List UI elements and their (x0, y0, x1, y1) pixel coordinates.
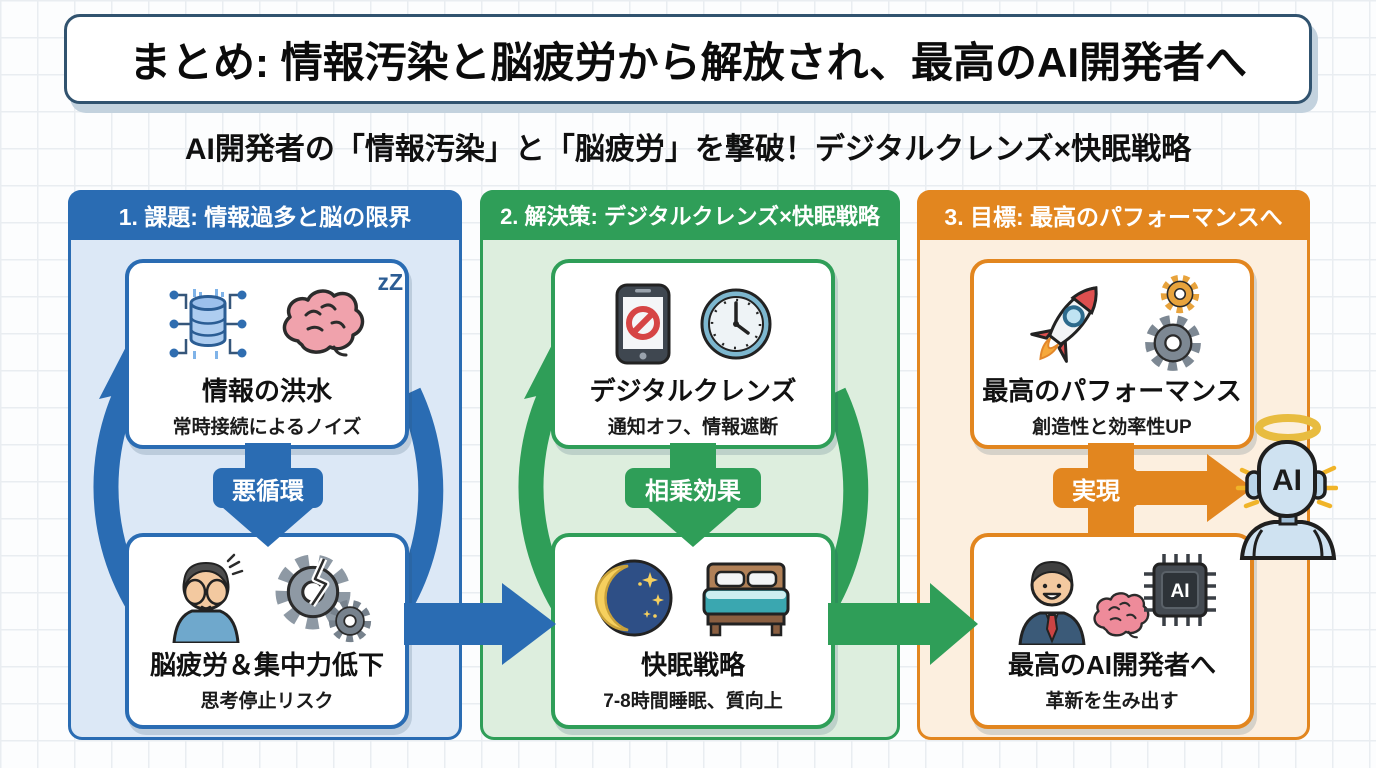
broken-gears-icon (272, 553, 372, 643)
info-flood-subtitle: 常時接続によるノイズ (172, 416, 362, 438)
sleep-strategy-icons (555, 547, 831, 649)
panel-goal-header: 3. 目標: 最高のパフォーマンスへ (917, 190, 1310, 240)
down-arrow-head (222, 507, 314, 547)
brain-fatigue-icons (129, 547, 405, 649)
digital-cleanse-title: デジタルクレンズ (589, 376, 797, 406)
tired-man-icon (172, 553, 244, 643)
problem-to-solution-arrow-head (502, 583, 556, 665)
sleep-strategy-title: 快眠戦略 (640, 650, 745, 680)
title-banner: まとめ: 情報汚染と脳疲労から解放され、最高のAI開発者へ (64, 14, 1312, 104)
page-subtitle: AI開発者の「情報汚染」と「脳疲労」を撃破！デジタルクレンズ×快眠戦略 (184, 133, 1192, 166)
solution-to-goal-arrow-shaft (828, 603, 932, 645)
brain-fatigue-title: 脳疲労＆集中力低下 (149, 650, 384, 680)
gears-icon (1142, 274, 1204, 374)
bed-icon (702, 562, 790, 637)
clock-icon (700, 288, 772, 360)
ai-developer-subtitle: 革新を生み出す (1045, 690, 1179, 712)
problem-to-solution-arrow-shaft (404, 603, 504, 645)
info-flood-title: 情報の洪水 (201, 376, 332, 406)
performance-subtitle: 創造性と効率性UP (1032, 416, 1192, 438)
down-arrow-head (647, 507, 739, 547)
panel-problem: 1. 課題: 情報過多と脳の限界 zZ (68, 190, 462, 740)
ai-chip-icon: AI (1144, 554, 1216, 626)
digital-cleanse-subtitle: 通知オフ、情報遮断 (607, 416, 779, 438)
vicious-cycle-badge: 悪循環 (213, 468, 323, 508)
digital-cleanse-box: デジタルクレンズ 通知オフ、情報遮断 (551, 259, 835, 449)
sleepy-brain-icon (272, 285, 368, 363)
ai-robot-halo-icon: AI (1235, 414, 1338, 560)
panel-problem-header: 1. 課題: 情報過多と脳の限界 (68, 190, 462, 240)
ai-developer-icons: AI (974, 547, 1250, 649)
brain-fatigue-subtitle: 思考停止リスク (200, 690, 334, 712)
ai-developer-title: 最高のAI開発者へ (1007, 650, 1216, 680)
right-arrow-shaft (1135, 471, 1207, 505)
developer-icon (1018, 560, 1086, 645)
info-flood-icons: zZ (129, 269, 405, 375)
panel-goal: 3. 目標: 最高のパフォーマンスへ (917, 190, 1310, 740)
sleep-marks: zZ (377, 269, 403, 295)
panel-solution-header: 2. 解決策: デジタルクレンズ×快眠戦略 (480, 190, 900, 240)
page-title: まとめ: 情報汚染と脳疲労から解放され、最高のAI開発者へ (128, 38, 1248, 86)
brain-fatigue-box: 脳疲労＆集中力低下 思考停止リスク (125, 533, 409, 729)
phone-block-icon (615, 283, 671, 365)
digital-cleanse-icons (555, 273, 831, 375)
chip-label: AI (1171, 581, 1190, 602)
performance-icons (974, 273, 1250, 375)
sleep-strategy-box: 快眠戦略 7-8時間睡眠、質向上 (551, 533, 835, 729)
ai-developer-box: AI 最高のAI開発者へ 革新を生み出す (970, 533, 1254, 729)
rocket-icon (1030, 286, 1098, 363)
panel-solution: 2. 解決策: デジタルクレンズ×快眠戦略 (480, 190, 900, 740)
solution-to-goal-arrow-head (930, 583, 978, 665)
synergy-badge: 相乗効果 (625, 468, 761, 508)
realization-badge: 実現 (1053, 468, 1139, 508)
performance-box: 最高のパフォーマンス 創造性と効率性UP (970, 259, 1254, 449)
performance-title: 最高のパフォーマンス (982, 376, 1242, 406)
robot-face-label: AI (1272, 464, 1302, 497)
sleep-strategy-subtitle: 7-8時間睡眠、質向上 (603, 690, 783, 712)
moon-stars-icon (594, 559, 673, 637)
info-flood-box: zZ 情報の洪水 常時接続によるノイズ (125, 259, 409, 449)
database-network-icon (169, 289, 247, 359)
